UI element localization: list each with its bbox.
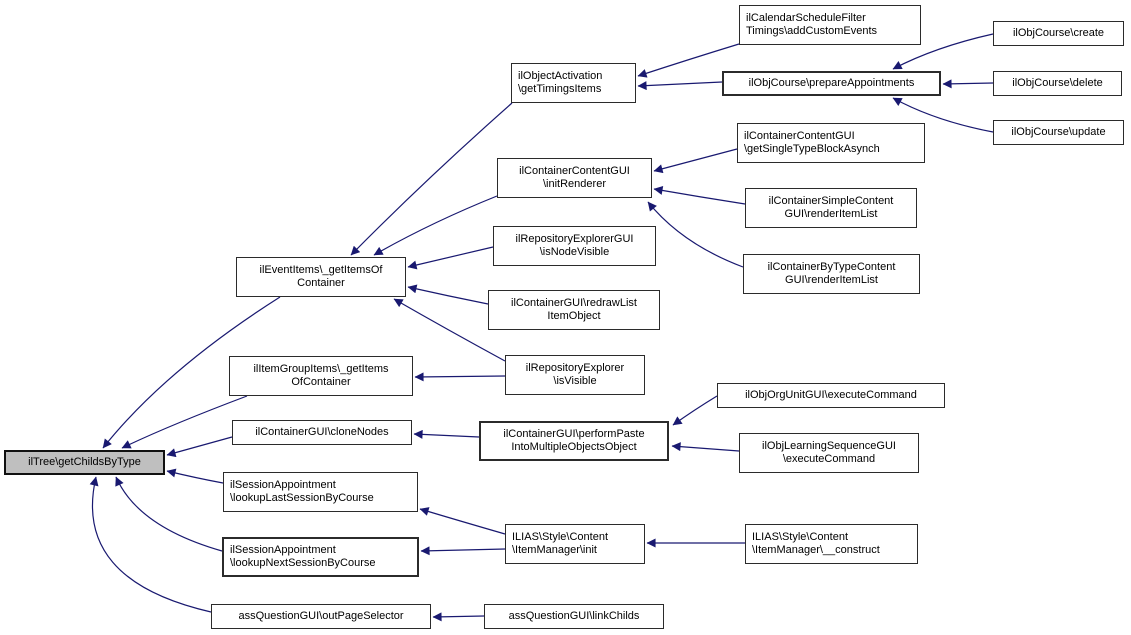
graph-node-prepare-appointments[interactable]: ilObjCourse\prepareAppointments bbox=[722, 71, 941, 96]
node-label-line: ilRepositoryExplorer bbox=[525, 362, 625, 374]
call-edge-item-group-to-get-childs bbox=[121, 395, 248, 449]
node-label-line: \initRenderer bbox=[543, 178, 606, 190]
call-edge-clone-nodes-to-get-childs bbox=[166, 436, 233, 458]
node-label-line: \ItemManager\__construct bbox=[752, 544, 880, 556]
node-label-line: ilContainerGUI\redrawList bbox=[511, 297, 637, 309]
node-label-line: \isVisible bbox=[553, 375, 597, 387]
graph-node-course-update[interactable]: ilObjCourse\update bbox=[993, 120, 1124, 145]
node-label-line: GUI\renderItemList bbox=[784, 208, 878, 220]
node-label-line: \ItemManager\init bbox=[512, 544, 597, 556]
node-label-line: ilObjCourse\create bbox=[1012, 27, 1105, 39]
call-edge-get-timings-to-event-items bbox=[350, 102, 513, 256]
node-label-line: ilEventItems\_getItemsOf bbox=[259, 264, 383, 276]
call-edge-redraw-list-to-event-items bbox=[407, 284, 489, 305]
node-label-line: \lookupNextSessionByCourse bbox=[230, 557, 376, 569]
node-label-line: IntoMultipleObjectsObject bbox=[511, 441, 637, 453]
node-label-line: \getTimingsItems bbox=[518, 83, 602, 95]
node-label-line: ILIAS\Style\Content bbox=[512, 531, 608, 543]
call-edge-ls-exec-to-perform-paste bbox=[671, 442, 740, 452]
call-edge-item-manager-init-to-lookup-last bbox=[419, 507, 506, 535]
node-label-line: GUI\renderItemList bbox=[785, 274, 878, 286]
node-label-line: ilObjOrgUnitGUI\executeCommand bbox=[745, 389, 917, 401]
graph-node-item-manager-init[interactable]: ILIAS\Style\Content\ItemManager\init bbox=[505, 524, 645, 564]
call-edge-add-custom-events-to-get-timings bbox=[637, 43, 740, 78]
call-edge-link-childs-to-out-page-selector bbox=[432, 612, 485, 622]
node-label-line: \executeCommand bbox=[782, 453, 876, 465]
call-edge-event-items-to-get-childs bbox=[102, 296, 281, 449]
node-label-line: OfContainer bbox=[291, 376, 351, 388]
node-label-line: \lookupLastSessionByCourse bbox=[230, 492, 374, 504]
graph-node-org-unit-exec[interactable]: ilObjOrgUnitGUI\executeCommand bbox=[717, 383, 945, 408]
graph-node-get-single-type[interactable]: ilContainerContentGUI\getSingleTypeBlock… bbox=[737, 123, 925, 163]
node-label-line: ilObjCourse\delete bbox=[1012, 77, 1103, 89]
graph-node-get-childs[interactable]: ilTree\getChildsByType bbox=[4, 450, 165, 475]
call-edge-course-update-to-prepare-appointments bbox=[892, 97, 994, 133]
call-edge-is-visible-to-item-group bbox=[414, 372, 506, 382]
graph-node-is-visible[interactable]: ilRepositoryExplorer\isVisible bbox=[505, 355, 645, 395]
call-edge-out-page-selector-to-get-childs bbox=[89, 476, 212, 613]
node-label-line: ilContainerGUI\performPaste bbox=[503, 428, 645, 440]
call-edge-course-delete-to-prepare-appointments bbox=[942, 79, 994, 89]
call-edge-is-visible-to-event-items bbox=[393, 298, 506, 362]
node-label-line: Timings\addCustomEvents bbox=[746, 25, 878, 37]
graph-node-out-page-selector[interactable]: assQuestionGUI\outPageSelector bbox=[211, 604, 431, 629]
node-label-line: ilTree\getChildsByType bbox=[28, 456, 141, 468]
graph-node-ls-exec[interactable]: ilObjLearningSequenceGUI\executeCommand bbox=[739, 433, 919, 473]
graph-node-init-renderer[interactable]: ilContainerContentGUI\initRenderer bbox=[497, 158, 652, 198]
call-edge-perform-paste-to-clone-nodes bbox=[413, 429, 480, 439]
graph-node-item-manager-construct[interactable]: ILIAS\Style\Content\ItemManager\__constr… bbox=[745, 524, 918, 564]
node-label-line: ilSessionAppointment bbox=[230, 479, 336, 491]
node-label-line: ItemObject bbox=[547, 310, 601, 322]
call-edge-init-renderer-to-event-items bbox=[373, 195, 498, 256]
call-edge-is-node-visible-to-event-items bbox=[407, 246, 494, 270]
node-label-line: ilContainerContentGUI bbox=[519, 165, 630, 177]
call-edge-course-create-to-prepare-appointments bbox=[892, 33, 994, 70]
node-label-line: assQuestionGUI\linkChilds bbox=[508, 610, 640, 622]
node-label-line: \isNodeVisible bbox=[539, 246, 610, 258]
node-label-line: \getSingleTypeBlockAsynch bbox=[744, 143, 880, 155]
node-label-line: ilObjCourse\prepareAppointments bbox=[748, 77, 915, 89]
node-label-line: ilSessionAppointment bbox=[230, 544, 336, 556]
node-label-line: ilCalendarScheduleFilter bbox=[746, 12, 866, 24]
graph-node-lookup-next[interactable]: ilSessionAppointment\lookupNextSessionBy… bbox=[222, 537, 419, 577]
graph-node-clone-nodes[interactable]: ilContainerGUI\cloneNodes bbox=[232, 420, 412, 445]
call-edge-lookup-last-to-get-childs bbox=[166, 468, 224, 484]
node-label-line: ilContainerGUI\cloneNodes bbox=[255, 426, 389, 438]
graph-node-is-node-visible[interactable]: ilRepositoryExplorerGUI\isNodeVisible bbox=[493, 226, 656, 266]
graph-node-course-delete[interactable]: ilObjCourse\delete bbox=[993, 71, 1122, 96]
graph-node-link-childs[interactable]: assQuestionGUI\linkChilds bbox=[484, 604, 664, 629]
node-label-line: Container bbox=[297, 277, 345, 289]
node-label-line: ilObjectActivation bbox=[518, 70, 603, 82]
node-label-line: ilContainerByTypeContent bbox=[767, 261, 896, 273]
call-edge-get-single-type-to-init-renderer bbox=[653, 148, 738, 174]
call-edge-item-manager-init-to-lookup-next bbox=[420, 546, 506, 556]
node-label-line: ilItemGroupItems\_getItems bbox=[253, 363, 389, 375]
node-label-line: ILIAS\Style\Content bbox=[752, 531, 848, 543]
graph-node-course-create[interactable]: ilObjCourse\create bbox=[993, 21, 1124, 46]
node-label-line: assQuestionGUI\outPageSelector bbox=[238, 610, 404, 622]
graph-node-lookup-last[interactable]: ilSessionAppointment\lookupLastSessionBy… bbox=[223, 472, 418, 512]
node-label-line: ilContainerContentGUI bbox=[744, 130, 855, 142]
call-edge-org-unit-exec-to-perform-paste bbox=[672, 395, 718, 426]
node-label-line: ilObjCourse\update bbox=[1011, 126, 1106, 138]
call-edge-by-type-render-to-init-renderer bbox=[647, 201, 744, 268]
call-edge-simple-render-to-init-renderer bbox=[653, 186, 746, 205]
graph-node-get-timings[interactable]: ilObjectActivation\getTimingsItems bbox=[511, 63, 636, 103]
call-edge-lookup-next-to-get-childs bbox=[115, 476, 223, 552]
call-edge-prepare-appointments-to-get-timings bbox=[637, 81, 723, 91]
node-label-line: ilContainerSimpleContent bbox=[768, 195, 894, 207]
node-label-line: ilRepositoryExplorerGUI bbox=[515, 233, 634, 245]
node-label-line: ilObjLearningSequenceGUI bbox=[762, 440, 896, 452]
